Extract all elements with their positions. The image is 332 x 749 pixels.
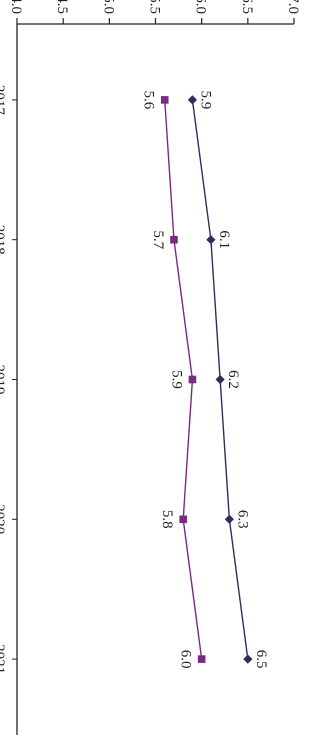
data-label: 6.0 <box>178 650 194 669</box>
value-tick-label: 6.5 <box>239 0 255 14</box>
label-layer: 5.9 6.1 6.2 6.3 6.5 5.6 5.7 5.9 5.8 6.0 <box>141 91 269 669</box>
series-2-point <box>179 515 187 524</box>
category-tick-label: 2021 <box>0 644 7 674</box>
series-2-point <box>160 96 169 104</box>
value-tick-label: 7.0 <box>285 0 301 14</box>
value-tick-label: 6.0 <box>193 0 209 14</box>
value-tick-label: 4.5 <box>54 0 70 14</box>
value-tick-label: 5.5 <box>147 0 163 14</box>
data-label: 5.7 <box>150 230 166 249</box>
data-label: 5.8 <box>159 510 175 529</box>
series-2-point <box>197 655 206 663</box>
category-tick-label: 2018 <box>0 225 7 255</box>
data-label: 5.9 <box>168 370 184 389</box>
series-2-point <box>188 375 197 384</box>
data-label: 6.5 <box>253 650 269 669</box>
series-2-point <box>170 235 178 244</box>
series-1-point <box>224 514 234 524</box>
series-1-point <box>243 654 253 664</box>
value-tick-label: 5.0 <box>100 0 116 14</box>
series-1-point <box>215 374 225 385</box>
data-label: 6.1 <box>216 230 232 249</box>
axis-layer: 4.04.55.05.56.06.57.0单位（张）20172018201920… <box>0 0 301 735</box>
value-tick-label: 4.0 <box>8 0 24 14</box>
data-label: 6.2 <box>225 370 241 389</box>
category-tick-label: 2019 <box>0 365 7 395</box>
data-label: 5.6 <box>141 91 157 110</box>
data-label: 5.9 <box>197 91 213 110</box>
category-tick-label: 2020 <box>0 504 7 534</box>
series-1-point <box>206 235 216 245</box>
category-tick-label: 2017 <box>0 85 7 116</box>
data-label: 6.3 <box>234 510 250 529</box>
series-1-point <box>187 95 198 105</box>
